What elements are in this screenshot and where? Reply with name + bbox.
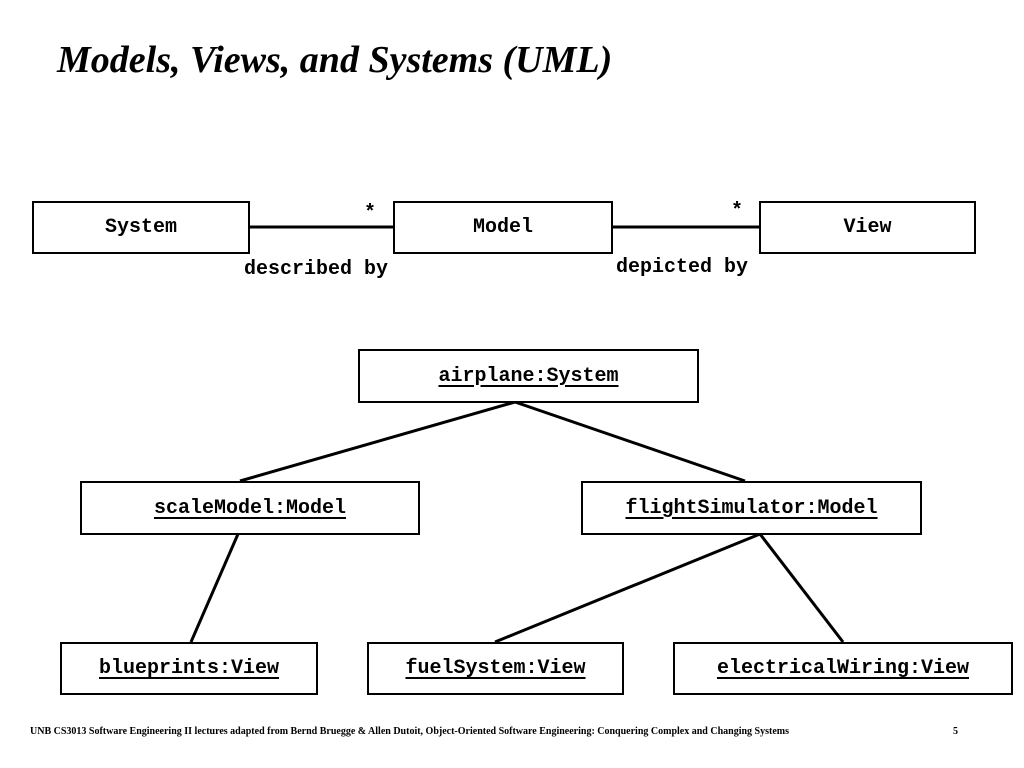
link-flightsimulator-electricalwiring [758,533,845,643]
class-model: Model [393,201,613,254]
class-system-label: System [104,216,177,239]
object-electrical-wiring-label: electricalWiring:View [716,657,970,680]
link-flightsimulator-fuelsystem [494,532,761,644]
footer-credit: UNB CS3013 Software Engineering II lectu… [30,726,789,737]
class-model-label: Model [472,216,533,239]
class-view: View [759,201,976,254]
link-airplane-scalemodel [239,400,516,483]
page-number: 5 [953,726,958,737]
role-described-by: described by [244,258,389,281]
object-airplane: airplane:System [358,349,699,403]
link-airplane-flightsimulator [514,400,746,483]
object-scale-model: scaleModel:Model [80,481,420,535]
role-depicted-by: depicted by [616,256,749,279]
object-scale-model-label: scaleModel:Model [153,496,347,520]
slide-title: Models, Views, and Systems (UML) [57,39,613,81]
object-fuel-system-label: fuelSystem:View [405,657,586,680]
object-fuel-system: fuelSystem:View [367,642,624,695]
multiplicity-system-model: * [364,202,377,225]
multiplicity-model-view: * [731,200,744,223]
class-view-label: View [843,216,892,239]
object-electrical-wiring: electricalWiring:View [673,642,1013,695]
object-airplane-label: airplane:System [438,364,619,388]
object-flight-simulator: flightSimulator:Model [581,481,922,535]
object-blueprints: blueprints:View [60,642,318,695]
object-blueprints-label: blueprints:View [98,657,280,680]
class-system: System [32,201,250,254]
link-scalemodel-blueprints [189,533,240,643]
object-flight-simulator-label: flightSimulator:Model [625,496,878,520]
